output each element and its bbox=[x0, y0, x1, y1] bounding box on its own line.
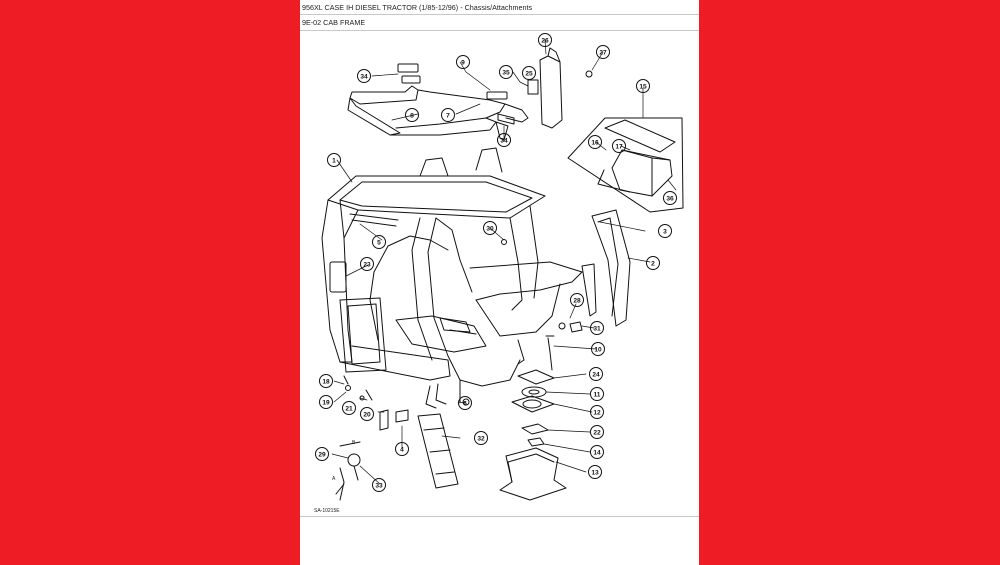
parts-sheet: 956XL CASE IH DIESEL TRACTOR (1/85-12/96… bbox=[300, 0, 699, 565]
callout-6: 6 bbox=[458, 396, 472, 410]
svg-text:34: 34 bbox=[360, 73, 368, 80]
svg-text:33: 33 bbox=[375, 482, 383, 489]
section-divider bbox=[300, 30, 699, 31]
svg-text:21: 21 bbox=[345, 405, 353, 412]
svg-text:18: 18 bbox=[322, 378, 330, 385]
svg-text:1: 1 bbox=[332, 157, 336, 164]
leader-lines bbox=[331, 39, 677, 485]
callout-14: 14 bbox=[590, 445, 604, 459]
callout-35: 35 bbox=[499, 65, 513, 79]
callout-11: 11 bbox=[590, 387, 604, 401]
svg-text:5: 5 bbox=[377, 239, 381, 246]
svg-text:12: 12 bbox=[593, 409, 601, 416]
callout-5: 5 bbox=[372, 235, 386, 249]
callout-2: 2 bbox=[646, 256, 660, 270]
svg-text:26: 26 bbox=[541, 37, 549, 44]
svg-text:22: 22 bbox=[593, 429, 601, 436]
svg-text:30: 30 bbox=[486, 225, 494, 232]
callout-23: 23 bbox=[360, 257, 374, 271]
callout-4: 4 bbox=[395, 442, 409, 456]
svg-text:31: 31 bbox=[593, 325, 601, 332]
callout-9: 9 bbox=[456, 55, 470, 69]
callout-34-bottom: 34 bbox=[497, 133, 511, 147]
callout-markers: 26 27 9 34 35 25 15 7 8 34 16 17 1 36 30… bbox=[315, 33, 677, 492]
svg-text:29: 29 bbox=[318, 451, 326, 458]
cab-frame-diagram: 26 27 9 34 35 25 15 7 8 34 16 17 1 36 30… bbox=[314, 33, 684, 514]
svg-text:16: 16 bbox=[591, 139, 599, 146]
dimension-label-a: A bbox=[332, 476, 336, 482]
callout-29: 29 bbox=[315, 447, 329, 461]
svg-text:2: 2 bbox=[651, 260, 655, 267]
callout-17: 17 bbox=[612, 139, 626, 153]
page-title: 956XL CASE IH DIESEL TRACTOR (1/85-12/96… bbox=[302, 3, 533, 12]
callout-30: 30 bbox=[483, 221, 497, 235]
svg-text:15: 15 bbox=[639, 83, 647, 90]
footer-divider bbox=[300, 516, 699, 517]
side-panels bbox=[581, 209, 631, 327]
svg-text:24: 24 bbox=[592, 371, 600, 378]
svg-text:13: 13 bbox=[591, 469, 599, 476]
callout-16: 16 bbox=[588, 135, 602, 149]
storage-tray-detail bbox=[567, 117, 684, 213]
svg-text:34: 34 bbox=[500, 137, 508, 144]
callout-32: 32 bbox=[474, 431, 488, 445]
svg-text:20: 20 bbox=[363, 411, 371, 418]
svg-text:8: 8 bbox=[410, 112, 414, 119]
callout-27: 27 bbox=[596, 45, 610, 59]
svg-text:32: 32 bbox=[477, 435, 485, 442]
svg-text:3: 3 bbox=[663, 228, 667, 235]
svg-text:23: 23 bbox=[363, 261, 371, 268]
svg-text:17: 17 bbox=[615, 143, 623, 150]
callout-36: 36 bbox=[663, 191, 677, 205]
callout-19: 19 bbox=[319, 395, 333, 409]
rear-pillar bbox=[527, 47, 593, 129]
callout-28: 28 bbox=[570, 293, 584, 307]
svg-text:25: 25 bbox=[525, 70, 533, 77]
callout-21: 21 bbox=[342, 401, 356, 415]
callout-3: 3 bbox=[658, 224, 672, 238]
callout-24: 24 bbox=[589, 367, 603, 381]
svg-text:6: 6 bbox=[463, 400, 467, 407]
dimension-label-b: B bbox=[352, 440, 356, 446]
svg-text:9: 9 bbox=[461, 59, 465, 66]
callout-26: 26 bbox=[538, 33, 552, 47]
callout-7: 7 bbox=[441, 108, 455, 122]
svg-text:36: 36 bbox=[666, 195, 674, 202]
svg-text:14: 14 bbox=[593, 449, 601, 456]
figure-reference: SA-10215E bbox=[314, 508, 340, 514]
cab-mount-stack bbox=[499, 321, 583, 501]
svg-text:27: 27 bbox=[599, 49, 607, 56]
section-title: 9E-02 CAB FRAME bbox=[302, 18, 366, 27]
svg-text:28: 28 bbox=[573, 297, 581, 304]
roof-rail-assembly bbox=[347, 63, 529, 141]
callout-15: 15 bbox=[636, 79, 650, 93]
cab-frame-body bbox=[321, 147, 583, 409]
svg-text:4: 4 bbox=[400, 446, 404, 453]
svg-text:35: 35 bbox=[502, 69, 510, 76]
callout-25: 25 bbox=[522, 66, 536, 80]
callout-1: 1 bbox=[327, 153, 341, 167]
svg-text:10: 10 bbox=[594, 346, 602, 353]
header-divider bbox=[300, 14, 699, 15]
svg-text:19: 19 bbox=[322, 399, 330, 406]
callout-33: 33 bbox=[372, 478, 386, 492]
callout-34-top: 34 bbox=[357, 69, 371, 83]
svg-text:7: 7 bbox=[446, 112, 450, 119]
callout-22: 22 bbox=[590, 425, 604, 439]
step-and-fasteners bbox=[335, 375, 459, 501]
callout-13: 13 bbox=[588, 465, 602, 479]
svg-text:11: 11 bbox=[594, 391, 601, 398]
callout-18: 18 bbox=[319, 374, 333, 388]
callout-12: 12 bbox=[590, 405, 604, 419]
callout-10: 10 bbox=[591, 342, 605, 356]
callout-20: 20 bbox=[360, 407, 374, 421]
callout-8: 8 bbox=[405, 108, 419, 122]
callout-31: 31 bbox=[590, 321, 604, 335]
